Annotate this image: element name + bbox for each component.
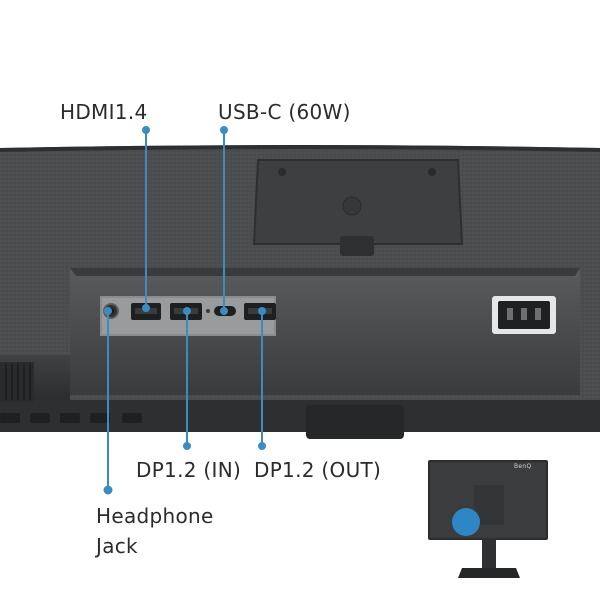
hdmi-label: HDMI1.4	[60, 100, 148, 124]
monitor-back-panel	[0, 145, 600, 439]
dp-out-label: DP1.2 (OUT)	[254, 458, 382, 482]
thumbnail-highlight-dot	[452, 508, 480, 536]
speaker-grille	[0, 362, 34, 402]
power-socket	[492, 296, 556, 334]
headphone-label-line1: Headphone	[96, 504, 214, 528]
headphone-label-line2: Jack	[96, 534, 138, 558]
logo-text: BenQ	[514, 463, 532, 470]
monitor-thumbnail	[428, 460, 548, 578]
dp-in-label: DP1.2 (IN)	[136, 458, 242, 482]
stand-neck	[306, 405, 404, 439]
usb-c-label: USB-C (60W)	[218, 100, 351, 124]
control-buttons	[0, 413, 142, 423]
callout-lines	[103, 126, 266, 495]
